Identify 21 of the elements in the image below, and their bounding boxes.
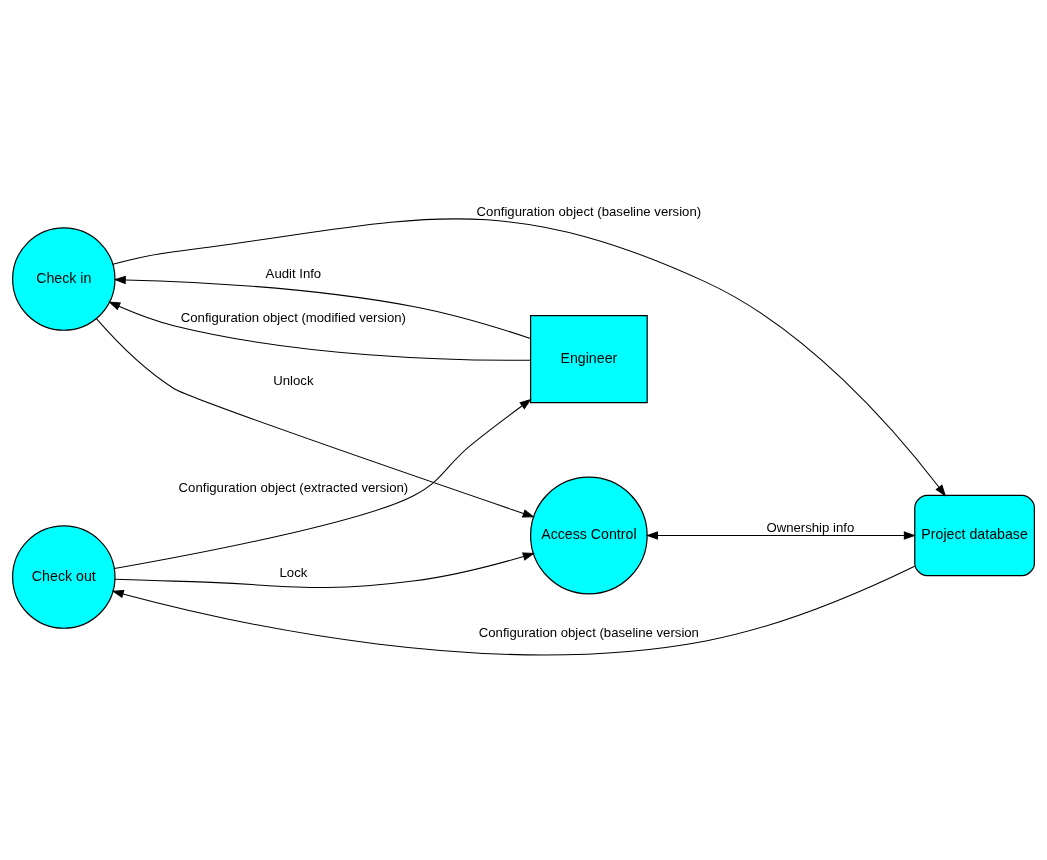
node-circle: Check out (12, 525, 116, 629)
node-circle: Access Control (530, 476, 648, 595)
arrow (114, 398, 532, 570)
arrow (645, 531, 916, 540)
edge-label: Configuration object (modified version) (180, 310, 407, 326)
edge-label: Lock (279, 565, 308, 581)
edge-label: Configuration object (baseline version (478, 625, 699, 641)
edge-label: Audit Info (265, 266, 322, 282)
edge-label: Unlock (273, 372, 314, 388)
node-circle: Check in (12, 227, 116, 331)
edge-label: Configuration object (baseline version) (476, 203, 702, 219)
node-box: Engineer (530, 314, 648, 404)
edge-label: Configuration object (extracted version) (178, 480, 409, 496)
arrow (95, 318, 535, 518)
arrow (112, 218, 947, 497)
arrow (108, 301, 531, 361)
arrow (111, 565, 916, 656)
node-box: Project database (914, 494, 1035, 577)
arrow (113, 275, 531, 339)
arrow (114, 552, 535, 589)
edge-label: Ownership info (766, 519, 855, 535)
